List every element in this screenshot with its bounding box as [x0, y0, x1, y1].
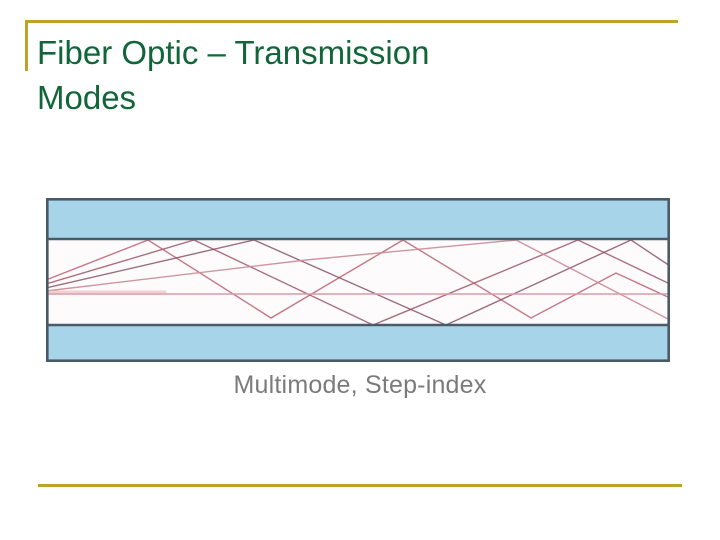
figure-caption: Multimode, Step-index [233, 371, 487, 399]
ray-path-steep-3 [46, 240, 670, 325]
lower-cladding-band [46, 325, 670, 362]
fiber-core-region [46, 240, 670, 325]
ray-path-shallow-2 [46, 240, 670, 325]
ray-path-shallow-4 [46, 240, 670, 321]
fiber-optic-diagram [46, 198, 670, 362]
page-title: Fiber Optic – Transmission Modes [37, 34, 430, 116]
upper-cladding-band [46, 198, 670, 240]
ray-path-shallow-1 [46, 240, 670, 319]
gold-top-rule [25, 20, 678, 23]
gold-left-stub [25, 20, 28, 71]
gold-bottom-rule [38, 484, 682, 487]
fiber-outline [46, 198, 670, 362]
